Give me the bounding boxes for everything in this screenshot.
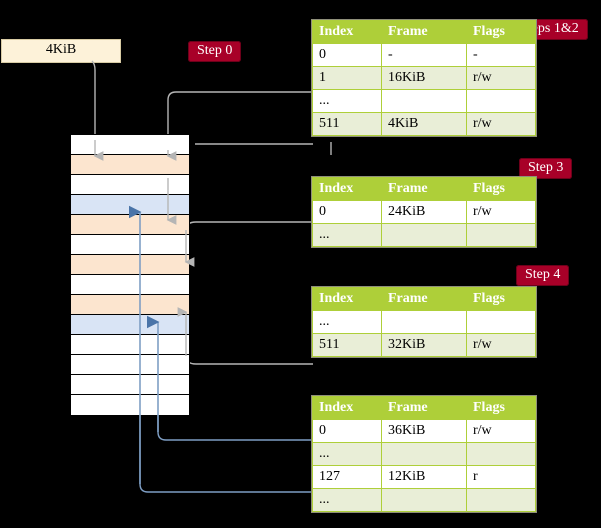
memory-frame-tick [57,254,69,255]
table-cell-flags [466,310,536,334]
table-cell-flags [466,488,536,512]
badge-step-4-label: Step 4 [525,267,561,282]
table-row: ... [312,310,536,334]
column-header-frame: Frame [381,177,467,201]
table-cell-index: 511 [312,333,382,357]
table-row: 0-- [312,43,536,67]
memory-frame-row [57,174,189,195]
table-cell-frame: 4KiB [381,112,467,136]
table-cell-index: 1 [312,66,382,90]
table-cell-index: 0 [312,419,382,443]
badge-step-4: Step 4 [516,265,570,286]
table-cell-index: ... [312,488,382,512]
memory-frame-row [57,134,189,155]
table-cell-flags: r [466,465,536,489]
table-cell-flags: r/w [466,200,536,224]
column-header-flags: Flags [466,396,536,420]
table-cell-frame [381,89,467,113]
memory-frame-tick [57,134,69,135]
memory-frame-row [57,254,189,275]
table-cell-frame: 36KiB [381,419,467,443]
offset-box: 4KiB [1,39,121,63]
table-cell-flags: r/w [466,66,536,90]
table-row: ... [312,223,536,247]
memory-frame-row [71,335,189,355]
physical-memory-column [57,134,190,415]
memory-frame-tick [57,174,69,175]
table-cell-index: 127 [312,465,382,489]
column-header-flags: Flags [466,20,536,44]
column-header-frame: Frame [381,20,467,44]
table-cell-flags [466,89,536,113]
offset-box-label: 4KiB [45,42,77,57]
memory-frame-row [71,195,189,215]
badge-step-0-label: Step 0 [197,43,233,58]
table-cell-frame [381,488,467,512]
table-cell-flags [466,223,536,247]
table-cell-frame [381,310,467,334]
table-cell-frame [381,442,467,466]
memory-frame-row [57,294,189,315]
memory-frame-row [71,235,189,255]
badge-step-3-label: Step 3 [528,160,564,175]
memory-frame-row [71,315,189,335]
table-cell-frame: 32KiB [381,333,467,357]
column-header-index: Index [312,20,382,44]
memory-frame-row [71,355,189,375]
badge-step-0: Step 0 [188,41,242,62]
table-cell-flags [466,442,536,466]
column-header-flags: Flags [466,177,536,201]
column-header-index: Index [312,177,382,201]
table-cell-flags: r/w [466,333,536,357]
table-cell-frame [381,223,467,247]
memory-frame-row [71,395,189,415]
column-header-index: Index [312,287,382,311]
table-cell-frame: 16KiB [381,66,467,90]
memory-frame-tick [57,214,69,215]
memory-frame-row [57,154,189,175]
table-cell-index: 511 [312,112,382,136]
column-header-flags: Flags [466,287,536,311]
column-header-index: Index [312,396,382,420]
table-cell-frame: 12KiB [381,465,467,489]
table-row: ... [312,488,536,512]
table-cell-flags: r/w [466,112,536,136]
table-cell-index: ... [312,442,382,466]
table-row: ... [312,89,536,113]
memory-frame-tick [57,154,69,155]
memory-frame-row [57,214,189,235]
column-header-frame: Frame [381,287,467,311]
table-cell-frame: - [381,43,467,67]
table-cell-index: 0 [312,200,382,224]
table-cell-index: ... [312,89,382,113]
table-cell-flags: - [466,43,536,67]
table-cell-frame: 24KiB [381,200,467,224]
table-cell-flags: r/w [466,419,536,443]
memory-frame-tick [57,294,69,295]
table-cell-index: ... [312,310,382,334]
table-row: ... [312,442,536,466]
table-cell-index: 0 [312,43,382,67]
column-header-frame: Frame [381,396,467,420]
memory-frame-row [71,375,189,395]
memory-frame-row [71,275,189,295]
table-cell-index: ... [312,223,382,247]
badge-step-3: Step 3 [519,158,573,179]
